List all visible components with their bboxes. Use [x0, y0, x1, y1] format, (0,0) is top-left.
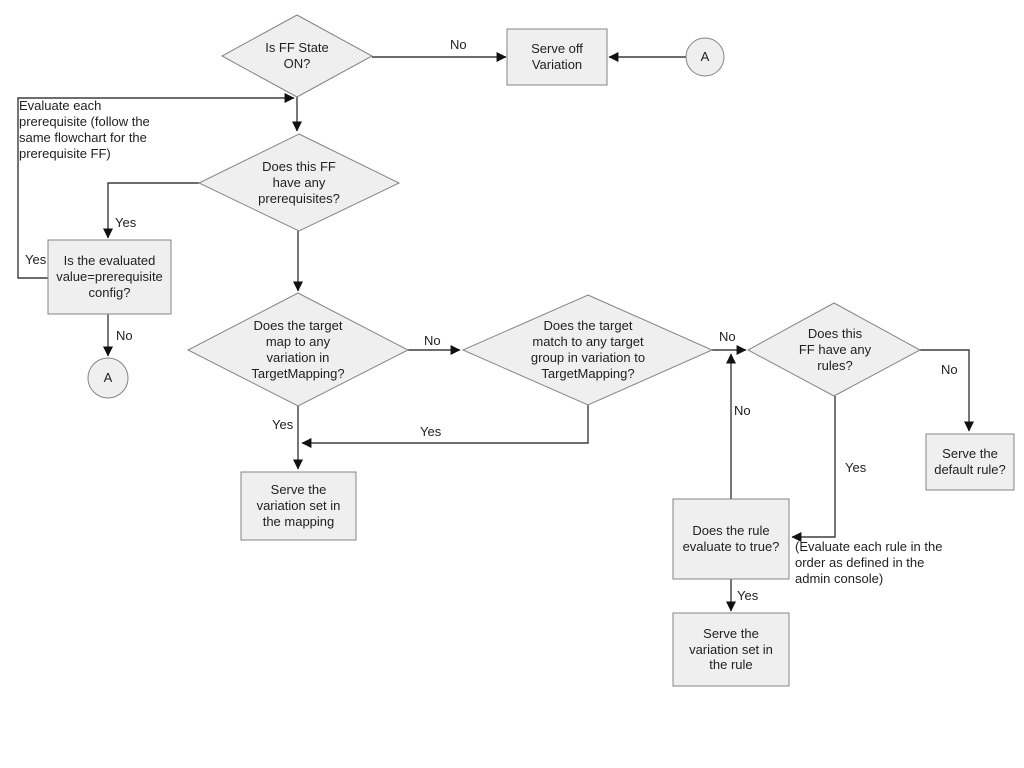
- decision-target-maps-variation-shape: [186, 292, 410, 407]
- edge-target-match-yes: [301, 405, 589, 448]
- process-serve-variation-rule-shape: [672, 612, 790, 687]
- decision-has-prerequisites-shape: [197, 133, 401, 232]
- process-evaluated-value-config-shape: [47, 239, 172, 315]
- decision-target-matches-group-shape: [461, 294, 714, 406]
- decision-is-ff-state-on-shape: [220, 14, 374, 98]
- process-serve-off-variation-shape: [506, 28, 608, 86]
- process-rule-evaluates-true-shape: [672, 498, 790, 580]
- connector-a-top-shape: [685, 37, 725, 77]
- decision-has-rules-shape: [746, 302, 922, 397]
- connector-a-left-shape: [87, 357, 129, 399]
- process-serve-default-rule-shape: [925, 433, 1015, 491]
- edge-prereq-loop-back: [17, 93, 295, 279]
- process-serve-variation-mapping-shape: [240, 471, 357, 541]
- edge-has-rules-yes: [791, 396, 836, 542]
- edge-has-prereq-yes: [103, 182, 199, 239]
- edge-has-rules-no: [920, 349, 974, 432]
